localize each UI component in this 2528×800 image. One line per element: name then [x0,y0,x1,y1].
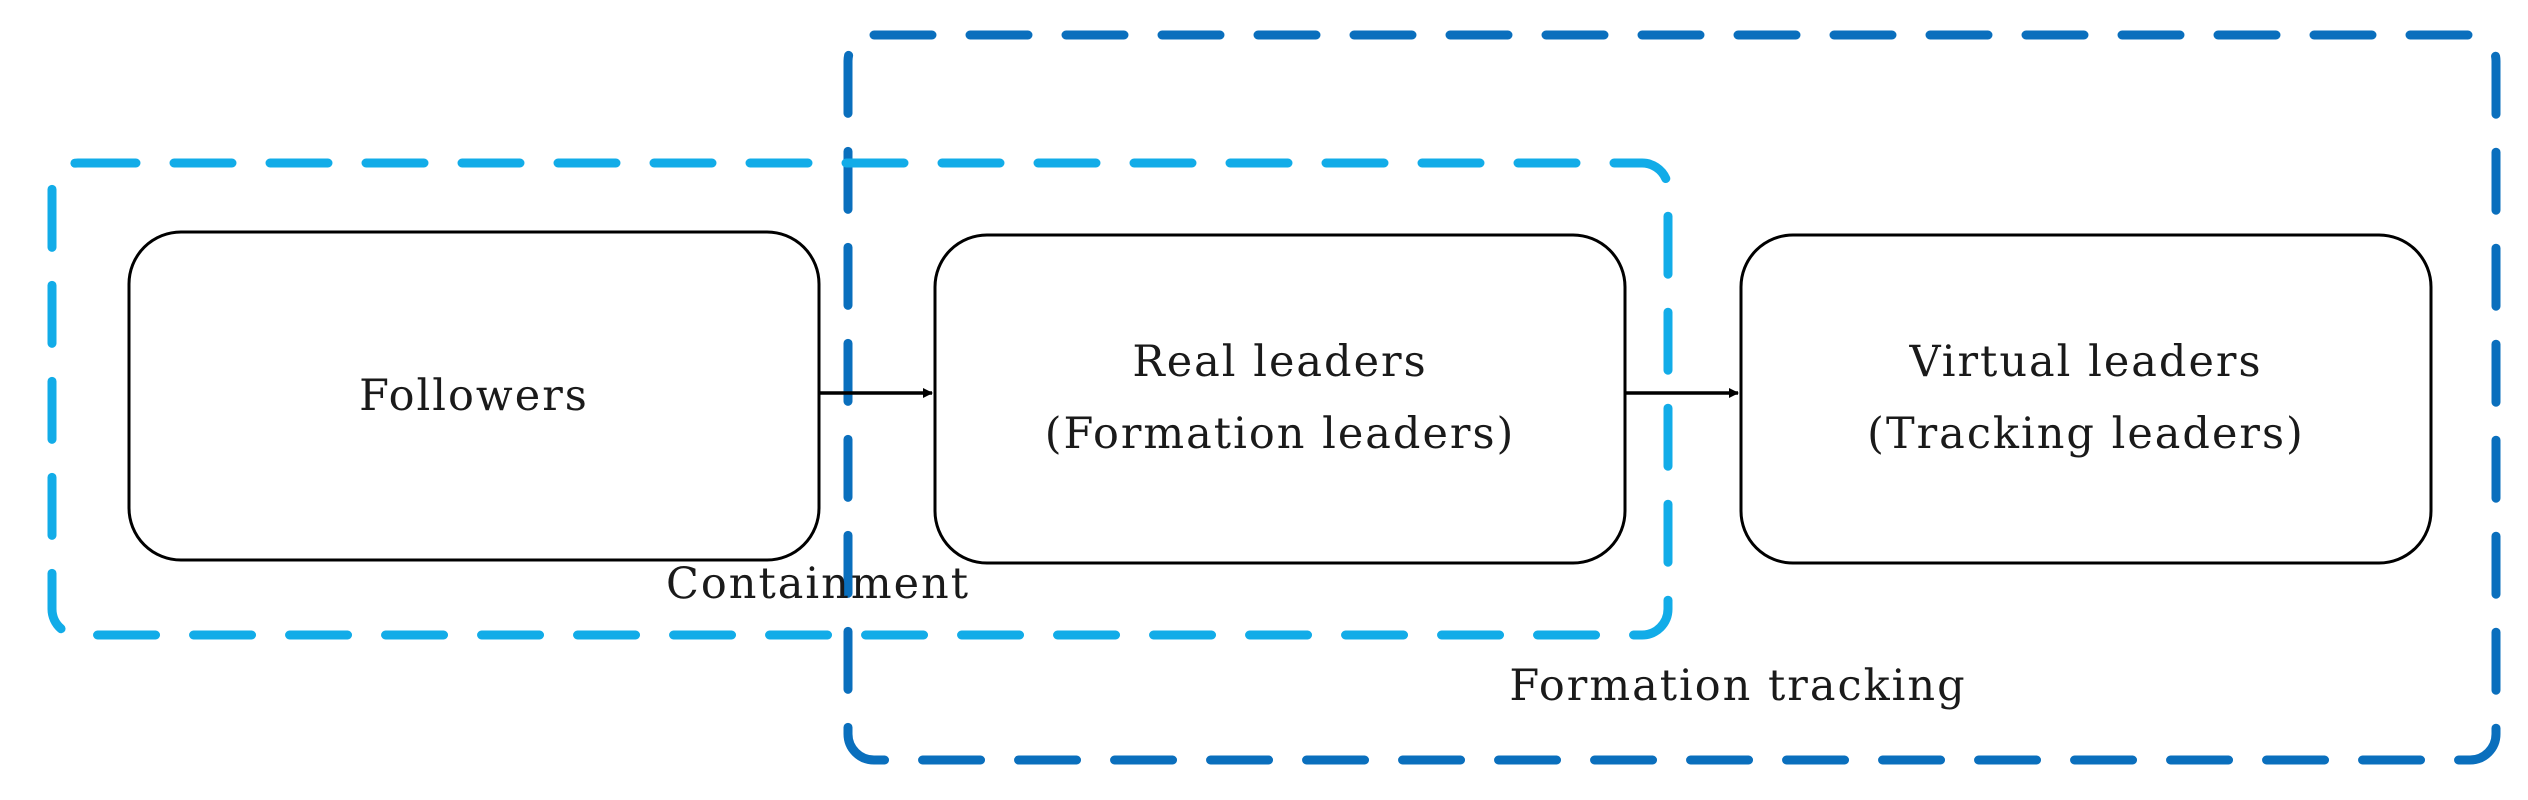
real-leaders-node: Real leaders (Formation leaders) [933,233,1627,565]
followers-node: Followers [127,230,821,562]
followers-box [127,230,821,562]
followers-label: Followers [359,371,589,421]
virtual-leaders-box [1739,233,2433,565]
containment-group-border [47,158,1673,640]
formation-tracking-group-label: Formation tracking [1509,661,1966,711]
formation-tracking-group-border [843,30,2501,765]
real-leaders-label-line1: Real leaders [1132,337,1427,387]
virtual-leaders-node: Virtual leaders (Tracking leaders) [1739,233,2433,565]
real-leaders-box [933,233,1627,565]
containment-group-label: Containment [666,559,970,609]
real-leaders-label-line2: (Formation leaders) [1045,409,1516,459]
virtual-leaders-label-line2: (Tracking leaders) [1867,409,2305,459]
virtual-leaders-label-line1: Virtual leaders [1908,337,2262,387]
